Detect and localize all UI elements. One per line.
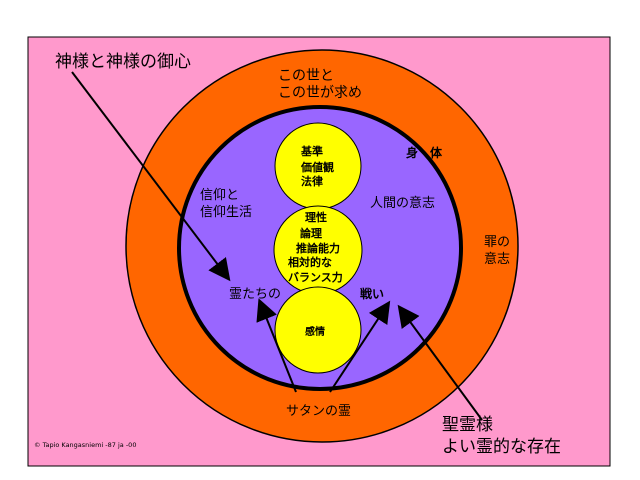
label-holy-spirit-2: よい霊的な存在 [442, 437, 561, 457]
label-battle: 戦い [360, 286, 384, 301]
label-holy-spirit-1: 聖霊様 [442, 415, 493, 435]
core-middle-2: 論理 [300, 226, 322, 240]
arrow-satan-to-battle [329, 300, 391, 393]
arrow-satan-to-spirits [256, 298, 297, 393]
core-top-2: 価値観 [300, 160, 334, 174]
core-middle-3: 推論能力 [296, 241, 340, 255]
core-middle-1: 理性 [305, 210, 327, 224]
copyright-text: © Tapio Kangasniemi -87 ja -00 [34, 441, 136, 449]
core-middle-4: 相対的な [288, 255, 332, 269]
core-circle-bottom [274, 286, 362, 374]
label-world-2: この世が求め [278, 85, 362, 101]
label-sin-1: 罪の [484, 235, 510, 250]
core-top-1: 基準 [300, 144, 323, 158]
label-god-heart: 神様と神様の御心 [55, 52, 191, 72]
label-spirits: 霊たちの [229, 287, 281, 302]
label-body: 身 体 [406, 145, 443, 160]
label-sin-2: 意志 [484, 251, 510, 267]
label-faith-2: 信仰生活 [200, 205, 252, 220]
core-middle-5: バランス力 [288, 270, 343, 284]
label-faith-1: 信仰と [200, 188, 239, 203]
arrow-holy-spirit-to-battle [397, 304, 483, 421]
core-top-3: 法律 [301, 174, 323, 188]
core-bottom: 感情 [305, 325, 325, 338]
label-human-will: 人間の意志 [370, 195, 435, 211]
label-satan: サタンの霊 [286, 404, 351, 419]
arrow-god-to-spirits [71, 71, 231, 282]
label-world-1: この世と [278, 68, 334, 84]
